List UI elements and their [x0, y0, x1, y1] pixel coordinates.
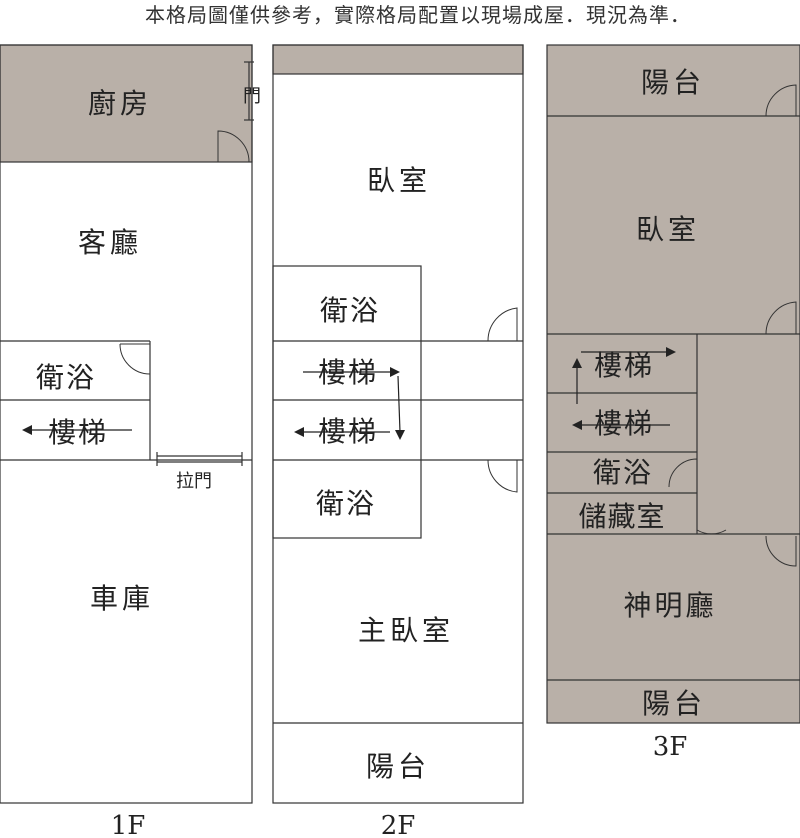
shrine-hall-label: 神明廳: [623, 589, 716, 622]
floor-2f: 臥室 衛浴 樓梯 樓梯 衛浴 主臥室 陽台 2F: [272, 44, 524, 838]
floor-1f-outline: [0, 44, 253, 804]
stairs-turn-arrow-icon: [397, 375, 401, 433]
bath-lower-label: 衛浴: [316, 487, 376, 520]
disclaimer-notice: 本格局圖僅供參考，實際格局配置以現場成屋．現況為準．: [145, 3, 691, 27]
bath-door-icon: [119, 343, 151, 375]
floor-2f-outline: [272, 44, 524, 804]
balcony-label: 陽台: [366, 750, 430, 783]
kitchen-label: 廚房: [88, 87, 152, 120]
bedroom-door-icon: [765, 301, 797, 335]
garage-label: 車庫: [90, 582, 154, 615]
storage-label: 儲藏室: [578, 500, 665, 533]
bath-upper-label: 衛浴: [320, 294, 380, 327]
kitchen-door-icon: [217, 130, 250, 163]
floor-1f: 門 拉門 廚房 客廳 衛浴 樓梯 車庫 1F: [0, 44, 261, 838]
floor-2f-caption: 2F: [381, 811, 416, 838]
floor-2f-core: [272, 265, 422, 539]
floor-3f-fill: [546, 44, 800, 724]
stairs-label: 樓梯: [48, 416, 108, 449]
floor-1f-caption: 1F: [111, 811, 146, 838]
master-bedroom-label: 主臥室: [358, 614, 454, 647]
bath-door-icon: [668, 458, 698, 488]
living-room-label: 客廳: [78, 226, 142, 259]
front-door-label: 門: [243, 86, 261, 107]
master-door-icon: [487, 459, 518, 493]
floor-2f-top-strip: [272, 44, 524, 75]
storage-door-icon: [696, 501, 727, 535]
stairs-upper-label: 樓梯: [594, 349, 654, 382]
bedroom-label: 臥室: [367, 164, 431, 197]
bath-label: 衛浴: [36, 361, 96, 394]
balcony-top-label: 陽台: [641, 66, 705, 99]
bedroom-door-icon: [487, 307, 518, 342]
balcony-door-icon: [765, 84, 797, 117]
bedroom-label: 臥室: [636, 213, 700, 246]
bath-label: 衛浴: [593, 456, 653, 489]
balcony-bottom-label: 陽台: [642, 687, 706, 720]
shrine-door-icon: [765, 535, 797, 567]
stairs-lower-label: 樓梯: [318, 415, 378, 448]
floor-3f: 陽台 臥室 樓梯 樓梯 衛浴 儲藏室 神明廳 陽台 3F: [546, 44, 800, 762]
floor-3f-caption: 3F: [653, 732, 688, 762]
stairs-upper-label: 樓梯: [318, 356, 378, 389]
stairs-lower-label: 樓梯: [594, 407, 654, 440]
kitchen-room: [0, 44, 253, 163]
sliding-door-label: 拉門: [176, 471, 212, 492]
